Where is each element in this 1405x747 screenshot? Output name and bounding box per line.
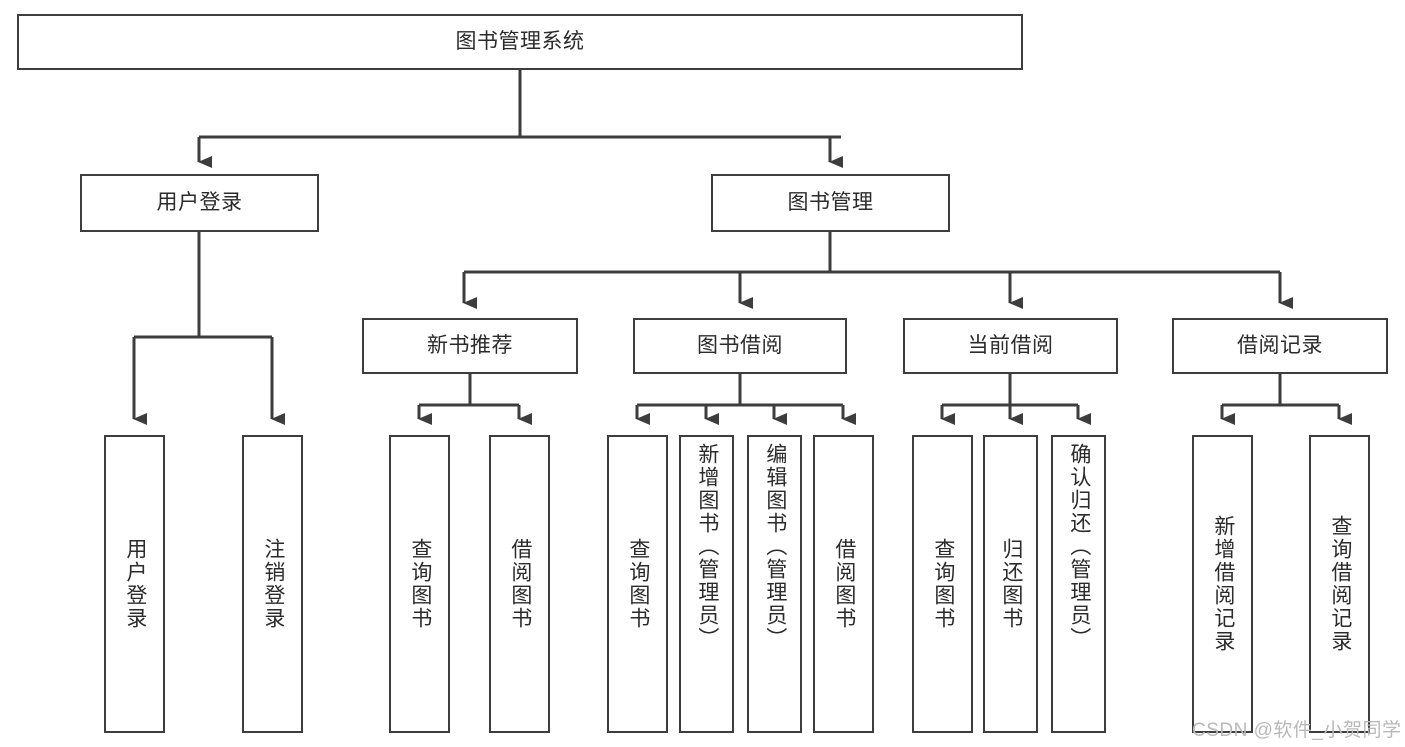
leaf-recommend-query-book[interactable]: 查询图书 (389, 435, 450, 733)
node-book-management[interactable]: 图书管理 (711, 174, 950, 232)
node-current-borrow[interactable]: 当前借阅 (903, 318, 1118, 374)
node-label: 编辑图书（管理员） (763, 443, 787, 650)
node-label: 图书借阅 (697, 333, 783, 357)
node-new-book-recommend[interactable]: 新书推荐 (362, 318, 578, 374)
node-book-borrow[interactable]: 图书借阅 (633, 318, 847, 374)
leaf-current-confirm-return-admin[interactable]: 确认归还（管理员） (1051, 435, 1106, 733)
node-label: 图书管理系统 (455, 29, 585, 53)
node-label: 图书管理 (787, 190, 874, 214)
node-label: 新增借阅记录 (1211, 515, 1235, 653)
node-label: 借阅记录 (1237, 333, 1323, 357)
leaf-borrow-edit-book-admin[interactable]: 编辑图书（管理员） (747, 435, 802, 733)
leaf-borrow-add-book-admin[interactable]: 新增图书（管理员） (679, 435, 734, 733)
node-label: 借阅图书 (832, 538, 856, 630)
node-label: 当前借阅 (967, 333, 1054, 357)
node-label: 用户登录 (156, 190, 243, 214)
node-user-login[interactable]: 用户登录 (80, 174, 319, 232)
leaf-record-query-borrow-record[interactable]: 查询借阅记录 (1309, 435, 1370, 733)
node-label: 查询图书 (408, 538, 432, 630)
leaf-borrow-borrow-book[interactable]: 借阅图书 (813, 435, 874, 733)
leaf-user-login[interactable]: 用户登录 (104, 435, 165, 733)
node-label: 新增图书（管理员） (695, 443, 719, 650)
leaf-logout-login[interactable]: 注销登录 (242, 435, 303, 733)
node-label: 注销登录 (261, 538, 285, 630)
node-label: 借阅图书 (508, 538, 532, 630)
node-label: 查询图书 (931, 538, 955, 630)
node-label: 确认归还（管理员） (1067, 443, 1091, 650)
node-label: 新书推荐 (427, 333, 513, 357)
node-label: 查询图书 (626, 538, 650, 630)
leaf-recommend-borrow-book[interactable]: 借阅图书 (489, 435, 550, 733)
watermark-text: CSDN @软件_小贺同学 (1192, 720, 1402, 741)
node-label: 查询借阅记录 (1328, 515, 1352, 653)
node-borrow-record[interactable]: 借阅记录 (1172, 318, 1388, 374)
leaf-current-return-book[interactable]: 归还图书 (983, 435, 1038, 733)
node-label: 归还图书 (999, 538, 1023, 630)
leaf-current-query-book[interactable]: 查询图书 (912, 435, 973, 733)
leaf-record-add-borrow-record[interactable]: 新增借阅记录 (1192, 435, 1253, 733)
node-root-system[interactable]: 图书管理系统 (17, 14, 1023, 70)
node-label: 用户登录 (123, 538, 147, 630)
leaf-borrow-query-book[interactable]: 查询图书 (607, 435, 668, 733)
